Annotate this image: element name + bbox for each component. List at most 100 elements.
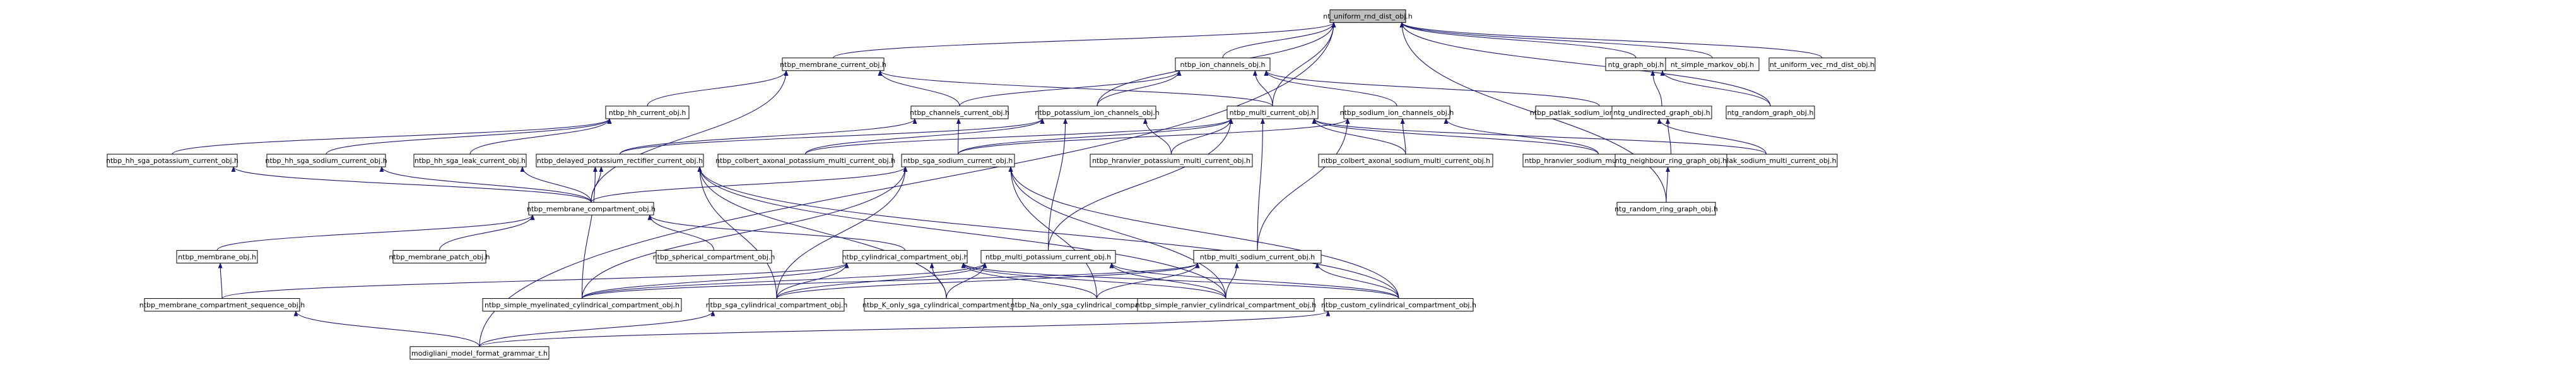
dependency-edge-simple_myelinated-to-delayed_potassium — [581, 166, 597, 299]
edge-line — [1399, 21, 1667, 203]
node-graph[interactable]: ntg_graph_obj.h — [1605, 57, 1667, 71]
dependency-edge-custom_cylindrical-to-sga_sodium — [1008, 166, 1399, 299]
edge-line — [581, 262, 849, 299]
node-label: ntg_graph_obj.h — [1608, 61, 1664, 69]
edge-line — [581, 166, 908, 299]
edge-line — [520, 166, 592, 203]
node-box — [1768, 57, 1876, 71]
node-label: ntbp_sga_sodium_current_obj.h — [903, 157, 1013, 165]
node-compartment-sequence[interactable]: ntbp_membrane_compartment_sequence_obj.h — [139, 298, 305, 312]
node-label: ntbp_spherical_compartment_obj.h — [653, 253, 775, 261]
node-box — [1616, 202, 1716, 215]
dependency-edge-custom_cylindrical-to-delayed_potassium — [697, 166, 1399, 299]
node-colbert-axonal-sodium[interactable]: ntbp_colbert_axonal_sodium_multi_current… — [1318, 153, 1493, 167]
node-membrane-current[interactable]: ntbp_membrane_current_obj.h — [780, 57, 886, 71]
node-label: ntbp_membrane_obj.h — [178, 253, 256, 261]
node-uniform-vec[interactable]: nt_uniform_vec_rnd_dist_obj.h — [1768, 57, 1876, 71]
node-hh-sga-potassium[interactable]: ntbp_hh_sga_potassium_current_obj.h — [106, 153, 238, 167]
edge-line — [1399, 21, 1637, 58]
edge-line — [216, 214, 535, 251]
node-label: nt_uniform_rnd_dist_obj.h — [1323, 13, 1413, 21]
node-label: ntbp_delayed_potassium_rectifier_current… — [537, 157, 703, 165]
edge-line — [961, 262, 1399, 299]
node-random-graph[interactable]: ntg_random_graph_obj.h — [1726, 105, 1815, 119]
node-membrane-compartment[interactable]: ntbp_membrane_compartment_obj.h — [527, 202, 656, 215]
dependency-edge-membrane_compartment-to-hh_sga_sodium — [379, 166, 592, 203]
node-simple-myelinated[interactable]: ntbp_simple_myelinated_cylindrical_compa… — [482, 298, 682, 312]
node-hh-sga-sodium[interactable]: ntbp_hh_sga_sodium_current_obj.h — [265, 153, 387, 167]
edge-line — [326, 117, 612, 155]
node-custom-cylindrical[interactable]: ntbp_custom_cylindrical_compartment_obj.… — [1321, 298, 1476, 312]
dependency-edge-neighbour_ring-to-undirected_graph — [1665, 117, 1672, 155]
dependency-edge-multi_current-to-root — [1272, 21, 1336, 106]
node-neighbour-ring[interactable]: ntg_neighbour_ring_graph_obj.h — [1614, 153, 1727, 167]
edge-line — [1272, 21, 1336, 106]
dependency-edge-simple_ranvier-to-delayed_potassium — [697, 166, 1226, 299]
node-multi-potassium[interactable]: ntbp_multi_potassium_current_obj.h — [980, 250, 1116, 263]
dependency-edge-simple_myelinated-to-multi_sodium — [581, 262, 1200, 299]
node-potassium-ion-channels[interactable]: ntbp_potassium_ion_channels_obj.h — [1035, 105, 1160, 119]
dependency-edge-patlak_sodium_ion_channels-to-ion_channels — [1264, 69, 1600, 107]
edge-line — [1257, 117, 1265, 251]
node-label: ntbp_hh_sga_sodium_current_obj.h — [265, 157, 387, 165]
node-modigliani[interactable]: modigliani_model_format_grammar_t.h — [409, 346, 550, 360]
node-label: nt_simple_markov_obj.h — [1671, 61, 1755, 69]
edge-line — [961, 262, 1226, 299]
dependency-edge-modigliani-to-sga_cylindrical — [479, 310, 715, 347]
node-undirected-graph[interactable]: ntg_undirected_graph_obj.h — [1611, 105, 1712, 119]
edge-line — [957, 117, 1350, 155]
node-simple-ranvier[interactable]: ntbp_simple_ranvier_cylindrical_compartm… — [1136, 298, 1316, 312]
node-box — [536, 153, 704, 167]
node-delayed-potassium[interactable]: ntbp_delayed_potassium_rectifier_current… — [536, 153, 704, 167]
node-sga-cylindrical[interactable]: ntbp_sga_cylindrical_compartment_obj.h — [706, 298, 848, 312]
node-sodium-ion-channels[interactable]: ntbp_sodium_ion_channels_obj.h — [1340, 105, 1454, 119]
node-patlak-sodium-multi[interactable]: ntbp_patlak_sodium_multi_current_obj.h — [1695, 153, 1838, 167]
node-simple-markov[interactable]: nt_simple_markov_obj.h — [1665, 57, 1760, 71]
dependency-edge-hranvier_sodium-to-sodium_ion_channels — [1444, 117, 1599, 155]
dependency-edge-sga_cylindrical-to-cylindrical — [776, 262, 849, 299]
dependency-edge-modigliani-to-compartment_sequence — [293, 310, 480, 347]
node-sga-sodium[interactable]: ntbp_sga_sodium_current_obj.h — [901, 153, 1015, 167]
edge-line — [1008, 166, 1226, 299]
edge-line — [957, 117, 1233, 155]
dependency-edge-multi_sodium-to-sodium_ion_channels — [1257, 117, 1350, 251]
node-membrane[interactable]: ntbp_membrane_obj.h — [176, 250, 258, 263]
node-multi-current[interactable]: ntbp_multi_current_obj.h — [1226, 105, 1319, 119]
edge-line — [1109, 262, 1399, 299]
node-label: ntbp_hh_sga_leak_current_obj.h — [415, 157, 526, 165]
edge-line — [479, 310, 715, 347]
edge-line — [697, 166, 1399, 299]
node-multi-sodium[interactable]: ntbp_multi_sodium_current_obj.h — [1193, 250, 1322, 263]
node-k-only[interactable]: ntbp_K_only_sga_cylindrical_compartment_… — [862, 298, 1030, 312]
node-root[interactable]: nt_uniform_rnd_dist_obj.h — [1323, 9, 1413, 23]
node-box — [1226, 105, 1319, 119]
node-hranvier-potassium[interactable]: ntbp_hranvier_potassium_multi_current_ob… — [1090, 153, 1253, 167]
dependency-edge-membrane_compartment-to-sga_sodium — [591, 166, 908, 203]
dependency-edge-membrane-to-membrane_compartment — [216, 214, 535, 251]
node-hh-sga-leak[interactable]: ntbp_hh_sga_leak_current_obj.h — [413, 153, 527, 167]
node-label: ntbp_ion_channels_obj.h — [1180, 61, 1265, 69]
node-box — [901, 153, 1015, 167]
dependency-edge-multi_sodium-to-multi_current — [1257, 117, 1265, 251]
node-label: ntbp_membrane_compartment_sequence_obj.h — [139, 301, 305, 310]
node-spherical[interactable]: ntbp_spherical_compartment_obj.h — [653, 250, 775, 263]
edge-line — [221, 262, 849, 299]
edge-line — [1222, 21, 1336, 58]
node-channels-current[interactable]: ntbp_channels_current_obj.h — [910, 105, 1009, 119]
node-random-ring[interactable]: ntg_random_ring_graph_obj.h — [1614, 202, 1718, 215]
dependency-edge-simple_myelinated-to-multi_potassium — [581, 262, 987, 299]
dependency-edge-simple_markov-to-root — [1399, 21, 1713, 59]
node-ion-channels[interactable]: ntbp_ion_channels_obj.h — [1175, 57, 1271, 71]
node-box — [107, 153, 238, 167]
dependency-edge-simple_ranvier-to-multi_potassium — [1109, 262, 1226, 299]
node-membrane-patch[interactable]: ntbp_membrane_patch_obj.h — [389, 250, 490, 263]
node-box — [709, 298, 845, 312]
edge-line — [647, 214, 715, 251]
edge-line — [379, 166, 592, 203]
node-colbert-axonal-potassium[interactable]: ntbp_colbert_axonal_potassium_multi_curr… — [715, 153, 895, 167]
dependency-edge-cylindrical-to-membrane_compartment — [647, 214, 906, 251]
dependency-edge-custom_cylindrical-to-multi_potassium — [1109, 262, 1399, 299]
node-cylindrical[interactable]: ntbp_cylindrical_compartment_obj.h — [842, 250, 968, 263]
node-hh-current[interactable]: ntbp_hh_current_obj.h — [605, 105, 690, 119]
node-box — [1090, 153, 1253, 167]
